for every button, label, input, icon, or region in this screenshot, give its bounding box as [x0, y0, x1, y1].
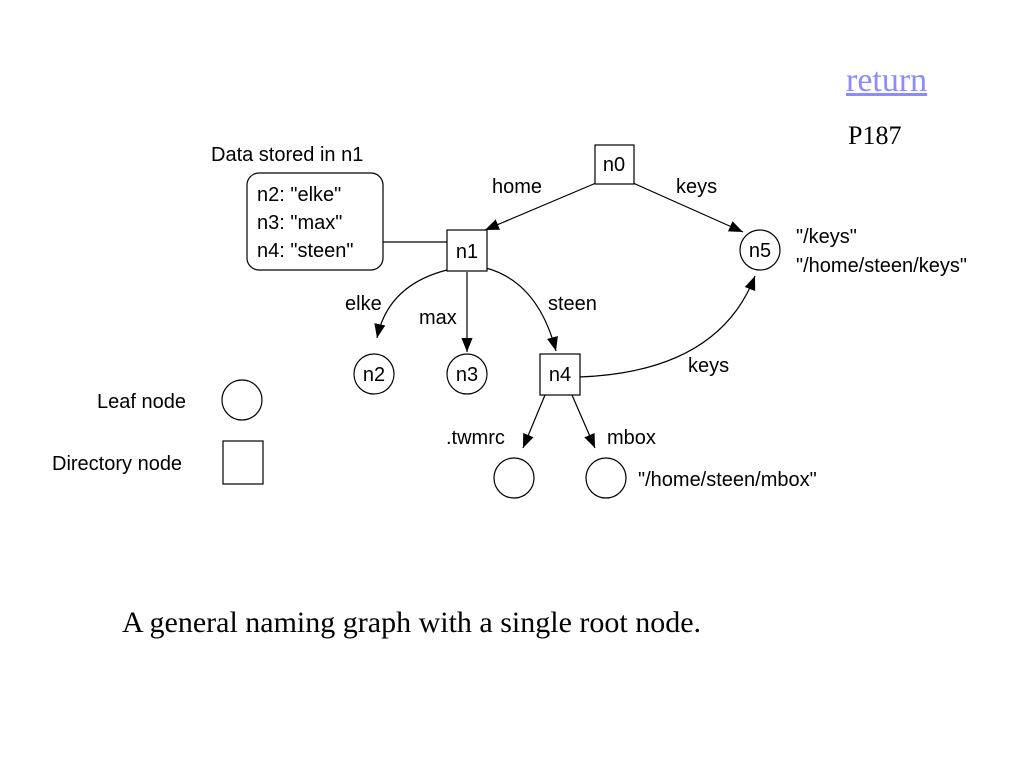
edge-label-twmrc: .twmrc	[446, 427, 505, 449]
legend-leaf-label: Leaf node	[97, 391, 186, 413]
node-n2	[353, 353, 395, 395]
figure-caption: A general naming graph with a single roo…	[122, 606, 702, 639]
page-number: P187	[848, 121, 902, 150]
edge-label-keys-n4: keys	[688, 355, 729, 377]
edge-label-mbox: mbox	[607, 427, 656, 449]
data-box-title: Data stored in n1	[211, 144, 363, 166]
edge-steen	[485, 267, 558, 352]
node-n3	[446, 353, 488, 395]
edge-label-keys-top: keys	[676, 176, 717, 198]
edge-label-home: home	[492, 176, 542, 198]
node-n4-label: n4	[549, 364, 571, 386]
edge-twmrc	[522, 394, 546, 449]
legend-leaf-circle	[221, 379, 263, 421]
data-box-line-n4: n4: "steen"	[257, 240, 353, 262]
node-twmrc-leaf	[493, 457, 535, 499]
n5-path-keys: "/keys"	[796, 226, 857, 248]
edge-keys-top	[632, 182, 744, 233]
node-n0	[594, 144, 635, 185]
data-box-line-n2: n2: "elke"	[257, 184, 341, 206]
edge-label-steen: steen	[548, 293, 597, 315]
edge-home	[484, 182, 597, 231]
node-n4	[539, 353, 581, 396]
node-n1	[446, 229, 488, 272]
data-box-line-n3: n3: "max"	[257, 212, 342, 234]
edge-mbox	[571, 394, 596, 449]
legend-directory-label: Directory node	[52, 453, 182, 475]
node-mbox-leaf	[585, 457, 627, 499]
node-n5	[739, 229, 781, 271]
mbox-path: "/home/steen/mbox"	[638, 469, 817, 491]
edge-label-max: max	[419, 307, 457, 329]
node-n3-label: n3	[456, 364, 478, 386]
node-n5-label: n5	[749, 240, 771, 262]
return-link[interactable]: return	[846, 62, 928, 99]
node-n2-label: n2	[363, 364, 385, 386]
edge-label-elke: elke	[345, 293, 382, 315]
edge-keys-n4	[578, 275, 756, 378]
edge-elke	[374, 269, 448, 339]
node-n1-label: n1	[456, 241, 478, 263]
n5-path-home-steen-keys: "/home/steen/keys"	[796, 255, 967, 277]
data-box	[246, 172, 384, 271]
node-n0-label: n0	[603, 154, 625, 176]
legend-directory-square	[222, 440, 264, 485]
